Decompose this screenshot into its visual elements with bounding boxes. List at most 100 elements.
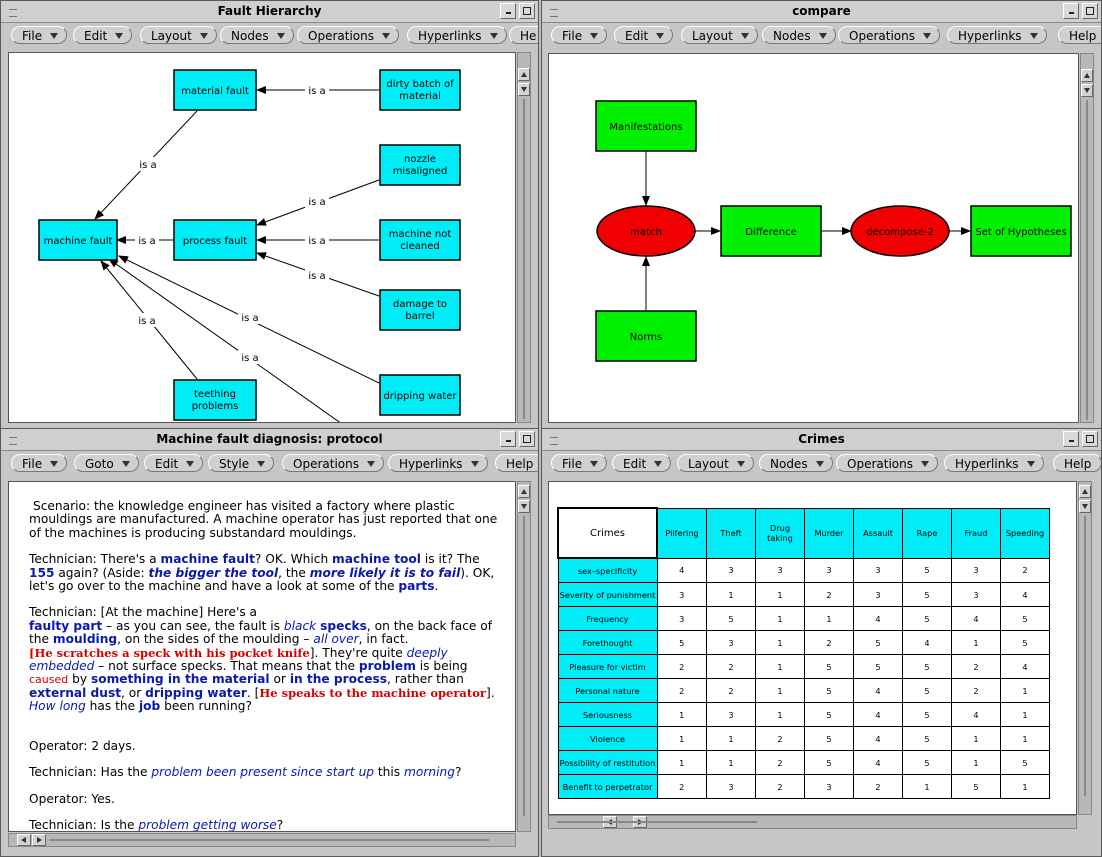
window-menu-icon[interactable] — [550, 437, 558, 445]
row-header[interactable]: Frequency — [557, 606, 658, 631]
scroll-up-icon[interactable] — [518, 485, 530, 498]
table-cell[interactable]: 4 — [902, 630, 952, 655]
keyword-link[interactable]: parts — [398, 579, 435, 594]
node-machine-fault[interactable] — [38, 219, 118, 261]
keyword-link[interactable]: How long — [29, 699, 86, 714]
node-teething-problems[interactable] — [173, 379, 257, 421]
table-cell[interactable]: 1 — [755, 654, 805, 679]
vertical-scrollbar[interactable] — [517, 481, 531, 832]
scroll-right-icon[interactable] — [32, 834, 46, 846]
menu-layout[interactable]: Layout — [677, 454, 754, 472]
title-bar[interactable]: compare — [542, 1, 1101, 23]
menu-hyperlinks[interactable]: Hyperlinks — [944, 454, 1044, 472]
menu-hyperlinks[interactable]: Hyperlinks — [947, 26, 1047, 44]
keyword-link[interactable]: machine tool — [332, 552, 421, 567]
keyword-link[interactable]: something in the material — [90, 672, 270, 687]
table-cell[interactable]: 2 — [656, 678, 707, 703]
table-cell[interactable]: 1 — [1000, 774, 1050, 799]
table-cell[interactable]: 2 — [755, 726, 805, 751]
keyword-link[interactable]: job — [138, 699, 161, 714]
title-bar[interactable]: Machine fault diagnosis: protocol — [1, 429, 538, 451]
table-cell[interactable]: 2 — [706, 678, 756, 703]
table-cell[interactable]: 5 — [951, 774, 1001, 799]
node-match[interactable] — [596, 205, 696, 257]
table-cell[interactable]: 5 — [656, 630, 707, 655]
keyword-link[interactable]: external dust — [29, 685, 122, 700]
row-header[interactable]: Pleasure for victim — [557, 654, 658, 679]
table-cell[interactable]: 2 — [804, 582, 854, 607]
table-cell[interactable]: 2 — [656, 654, 707, 679]
graph-canvas[interactable]: Manifestations match Difference decompos… — [548, 53, 1079, 423]
table-cell[interactable]: 4 — [656, 557, 707, 583]
table-cell[interactable]: 1 — [755, 606, 805, 631]
keyword-link[interactable]: problem been present since start up — [151, 765, 375, 780]
menu-nodes[interactable]: Nodes — [220, 26, 294, 44]
node-process-fault[interactable] — [173, 219, 257, 261]
column-header[interactable]: Drug taking — [755, 507, 805, 559]
table-cell[interactable]: 2 — [706, 654, 756, 679]
minimize-icon[interactable] — [500, 3, 516, 19]
table-cell[interactable]: 2 — [755, 750, 805, 775]
table-cell[interactable]: 1 — [755, 678, 805, 703]
table-cell[interactable]: 5 — [804, 654, 854, 679]
table-cell[interactable]: 4 — [853, 606, 903, 631]
scroll-down-icon[interactable] — [518, 500, 530, 513]
node-difference[interactable] — [720, 205, 822, 257]
table-cell[interactable]: 3 — [804, 774, 854, 799]
protocol-text-area[interactable]: Scenario: the knowledge engineer has vis… — [8, 481, 516, 832]
window-menu-icon[interactable] — [9, 9, 17, 17]
table-cell[interactable]: 3 — [853, 582, 903, 607]
scroll-up-icon[interactable] — [1081, 69, 1093, 82]
table-cell[interactable]: 3 — [951, 582, 1001, 607]
keyword-link[interactable]: black — [283, 618, 317, 633]
table-cell[interactable]: 5 — [804, 702, 854, 727]
scroll-up-icon[interactable] — [518, 68, 530, 81]
menu-operations[interactable]: Operations — [838, 26, 940, 44]
table-cell[interactable]: 5 — [902, 606, 952, 631]
vertical-scrollbar[interactable] — [1078, 481, 1092, 815]
menu-operations[interactable]: Operations — [836, 454, 938, 472]
keyword-link[interactable]: deeply embedded — [29, 645, 448, 674]
table-cell[interactable]: 4 — [853, 750, 903, 775]
node-machine-not-cleaned[interactable] — [379, 219, 461, 261]
table-cell[interactable]: 5 — [804, 678, 854, 703]
menu-file[interactable]: File — [551, 454, 608, 472]
keyword-link[interactable]: faulty part — [29, 618, 103, 633]
keyword-link[interactable]: 155 — [29, 565, 55, 580]
table-cell[interactable]: 2 — [951, 654, 1001, 679]
menu-nodes[interactable]: Nodes — [762, 26, 836, 44]
table-cell[interactable]: 4 — [1000, 582, 1050, 607]
node-damage-to-barrel[interactable] — [379, 289, 461, 331]
table-cell[interactable]: 5 — [804, 750, 854, 775]
table-cell[interactable]: 3 — [706, 630, 756, 655]
menu-edit[interactable]: Edit — [144, 454, 204, 472]
row-header[interactable]: Severity of punishment — [557, 582, 658, 607]
menu-style[interactable]: Style — [208, 454, 275, 472]
table-cell[interactable]: 3 — [706, 774, 756, 799]
menu-file[interactable]: File — [551, 26, 608, 44]
keyword-link[interactable]: moulding — [52, 632, 118, 647]
window-menu-icon[interactable] — [9, 437, 17, 445]
title-bar[interactable]: Fault Hierarchy — [1, 1, 538, 23]
scroll-left-icon[interactable] — [17, 834, 31, 846]
menu-goto[interactable]: Goto — [74, 454, 139, 472]
table-cell[interactable]: 4 — [853, 678, 903, 703]
table-cell[interactable]: 4 — [951, 606, 1001, 631]
node-dripping-water[interactable] — [379, 374, 461, 416]
row-header[interactable]: sex–specificity — [557, 557, 658, 583]
table-cell[interactable]: 1 — [951, 750, 1001, 775]
vertical-scrollbar[interactable] — [517, 52, 531, 423]
maximize-icon[interactable] — [519, 431, 535, 447]
node-manifestations[interactable] — [595, 100, 697, 152]
table-cell[interactable]: 1 — [951, 630, 1001, 655]
column-header[interactable]: Fraud — [951, 507, 1001, 559]
row-header[interactable]: Personal nature — [557, 678, 658, 703]
table-cell[interactable]: 5 — [902, 726, 952, 751]
table-cell[interactable]: 4 — [853, 726, 903, 751]
keyword-link[interactable]: in the process — [289, 672, 388, 687]
table-cell[interactable]: 1 — [755, 630, 805, 655]
table-cell[interactable]: 2 — [755, 774, 805, 799]
table-cell[interactable]: 5 — [1000, 630, 1050, 655]
menu-layout[interactable]: Layout — [681, 26, 758, 44]
